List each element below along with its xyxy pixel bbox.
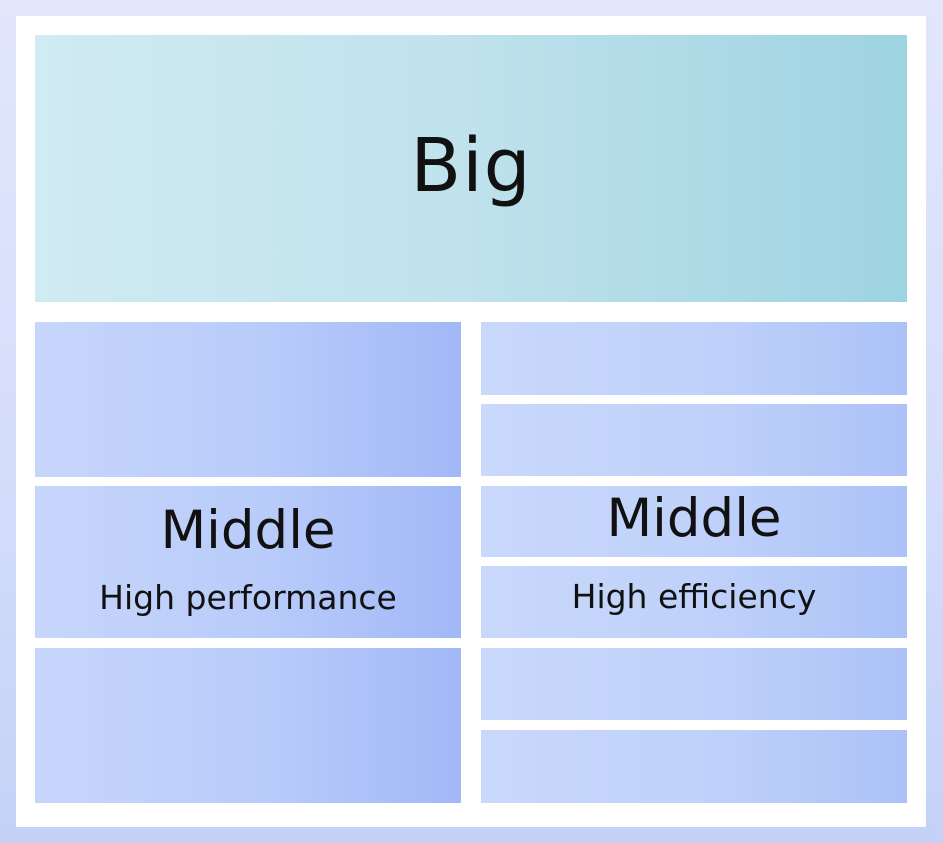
efficiency-block-6 <box>481 730 907 803</box>
efficiency-block-4: High efficiency <box>481 566 907 638</box>
performance-block-3 <box>35 648 461 803</box>
performance-block-2: Middle High performance <box>35 486 461 638</box>
efficiency-block-2 <box>481 404 907 476</box>
efficiency-block-3: Middle <box>481 486 907 557</box>
performance-block-1 <box>35 322 461 477</box>
efficiency-block-5 <box>481 648 907 720</box>
big-core-block: Big <box>35 35 907 302</box>
efficiency-cluster-subtitle: High efficiency <box>571 577 817 616</box>
efficiency-cluster-title: Middle <box>606 488 782 549</box>
performance-cluster-subtitle: High performance <box>99 578 397 617</box>
big-core-label: Big <box>410 123 532 209</box>
efficiency-block-1 <box>481 322 907 395</box>
performance-cluster-title: Middle <box>160 500 336 561</box>
